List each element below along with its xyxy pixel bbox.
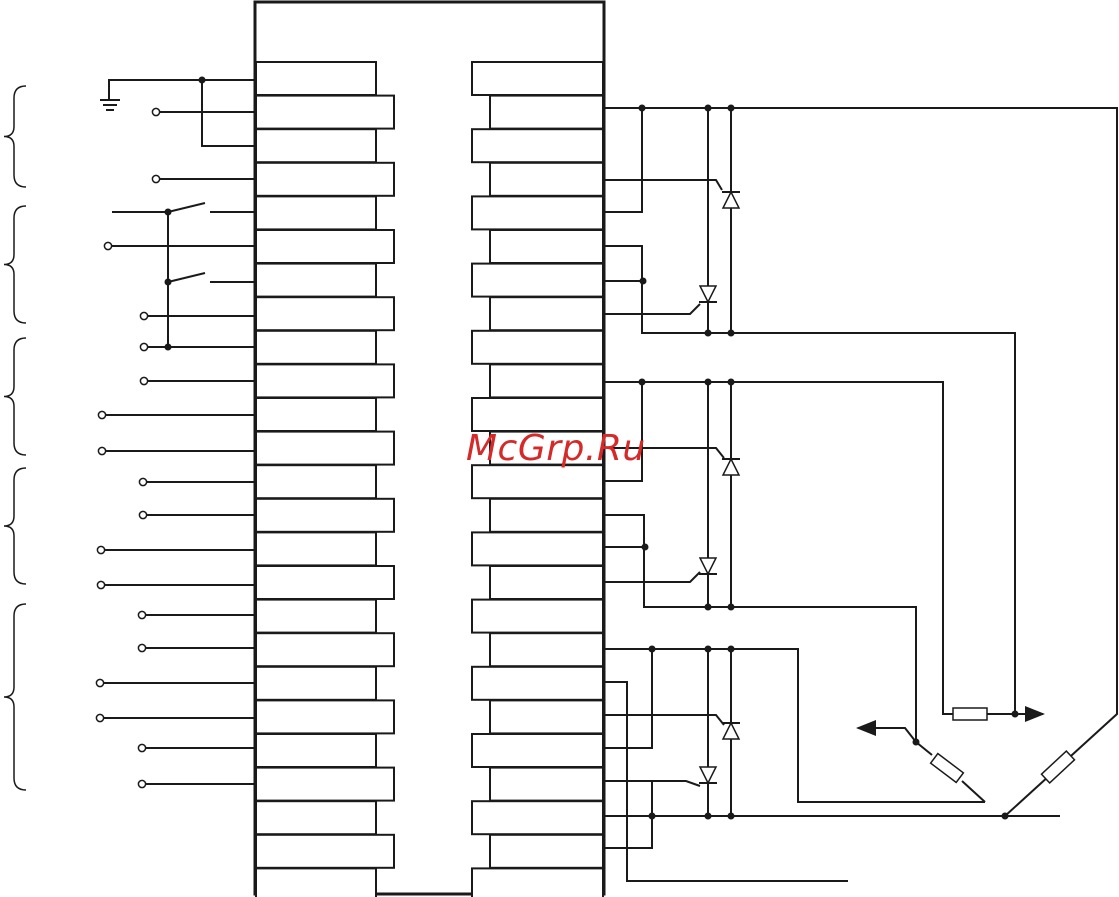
group-brace-2 (4, 206, 26, 323)
thyristor-2 (700, 286, 716, 302)
right-pin-6 (490, 230, 603, 263)
resistor-r2 (858, 728, 985, 802)
right-pin-17 (472, 600, 603, 633)
input-terminal[interactable] (138, 744, 145, 751)
left-pin-1 (256, 62, 376, 95)
left-pin-8 (256, 297, 394, 330)
right-pin-3 (472, 129, 603, 162)
input-terminal[interactable] (97, 546, 104, 553)
group-brace-4 (4, 468, 26, 584)
left-pin-9 (256, 331, 376, 364)
right-pin-19 (472, 667, 603, 700)
group-brace-3 (4, 338, 26, 455)
group-brace-5 (4, 604, 26, 790)
right-pin-18 (490, 633, 603, 666)
group-brace-1 (4, 86, 26, 187)
left-pin-3 (256, 129, 376, 162)
left-pin-12 (256, 432, 394, 465)
input-terminal[interactable] (152, 175, 159, 182)
right-pin-9 (472, 331, 603, 364)
input-terminal[interactable] (140, 377, 147, 384)
right-pin-23 (472, 801, 603, 834)
left-pin-4 (256, 163, 394, 196)
input-terminal[interactable] (98, 447, 105, 454)
right-pin-11 (472, 398, 603, 431)
input-terminal[interactable] (104, 242, 111, 249)
left-pin-24 (256, 835, 394, 868)
thyristor-1 (723, 192, 739, 208)
right-pin-22 (490, 768, 603, 801)
right-pin-13 (472, 465, 603, 498)
right-pin-4 (490, 163, 603, 196)
thyristor-4 (700, 558, 716, 574)
input-terminal[interactable] (140, 343, 147, 350)
switch-group (112, 203, 255, 351)
right-pin-14 (490, 499, 603, 532)
left-pin-14 (256, 499, 394, 532)
input-terminal[interactable] (152, 108, 159, 115)
left-pin-10 (256, 364, 394, 397)
input-terminal[interactable] (139, 511, 146, 518)
input-terminal[interactable] (96, 714, 103, 721)
left-pin-11 (256, 398, 376, 431)
left-pin-19 (256, 667, 376, 700)
input-terminal[interactable] (96, 679, 103, 686)
resistor-r3 (1041, 751, 1074, 783)
left-pin-20 (256, 700, 394, 733)
input-terminal[interactable] (138, 644, 145, 651)
thyristor-5 (723, 723, 739, 739)
left-pin-5 (256, 196, 376, 229)
right-pin-21 (472, 734, 603, 767)
left-pin-2 (256, 96, 394, 129)
left-pin-21 (256, 734, 376, 767)
thyristor-symbols (699, 192, 740, 783)
right-pin-8 (490, 297, 603, 330)
left-pin-7 (256, 264, 376, 297)
right-pin-24 (490, 835, 603, 868)
right-pin-7 (472, 264, 603, 297)
left-pin-6 (256, 230, 394, 263)
input-terminal[interactable] (138, 611, 145, 618)
input-terminal[interactable] (139, 478, 146, 485)
thyristor-3 (723, 459, 739, 475)
right-pin-1 (472, 62, 603, 95)
thyristor-stage-1 (604, 105, 1117, 817)
right-pin-10 (490, 364, 603, 397)
input-terminal[interactable] (140, 312, 147, 319)
right-pin-25 (472, 868, 603, 897)
right-pin-2 (490, 96, 603, 129)
resistor-r1 (953, 708, 1043, 720)
left-pin-22 (256, 768, 394, 801)
right-pin-15 (472, 532, 603, 565)
thyristor-stage-2 (604, 379, 953, 743)
left-pin-column (256, 62, 394, 897)
right-pin-20 (490, 700, 603, 733)
left-pin-23 (256, 801, 376, 834)
watermark: McGrp.Ru (466, 428, 646, 469)
left-pin-17 (256, 600, 376, 633)
right-pin-5 (472, 196, 603, 229)
left-pin-25 (256, 868, 376, 897)
thyristor-stage-3 (604, 646, 1060, 882)
left-pin-13 (256, 465, 376, 498)
input-group-braces (4, 86, 26, 790)
input-terminal[interactable] (98, 411, 105, 418)
left-pin-16 (256, 566, 394, 599)
input-terminal[interactable] (138, 780, 145, 787)
right-pin-column (472, 62, 603, 897)
input-terminal[interactable] (97, 581, 104, 588)
thyristor-6 (700, 767, 716, 783)
left-pin-18 (256, 633, 394, 666)
right-pin-16 (490, 566, 603, 599)
left-pin-15 (256, 532, 376, 565)
